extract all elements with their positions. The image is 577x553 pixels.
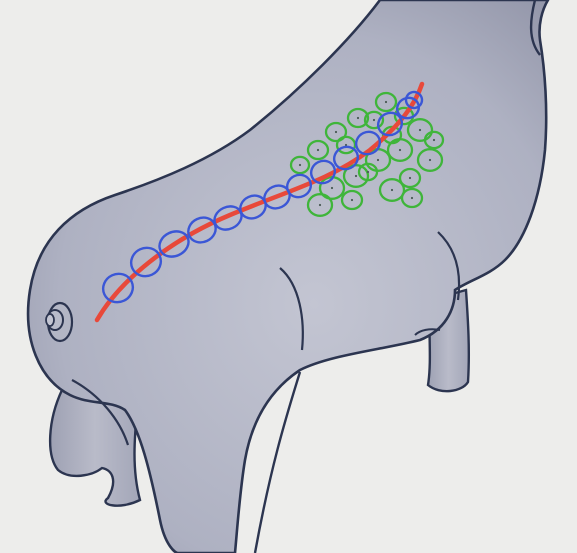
green-circle-center-dot <box>351 199 353 201</box>
green-circle-center-dot <box>399 149 401 151</box>
green-circle-center-dot <box>335 131 337 133</box>
green-circle-center-dot <box>319 204 321 206</box>
green-circle-center-dot <box>367 171 369 173</box>
green-circle-center-dot <box>419 129 421 131</box>
green-circle-center-dot <box>409 177 411 179</box>
green-circle-center-dot <box>391 189 393 191</box>
green-circle-center-dot <box>317 149 319 151</box>
green-circle-center-dot <box>357 117 359 119</box>
green-circle-center-dot <box>355 175 357 177</box>
green-circle-center-dot <box>433 139 435 141</box>
green-circle-center-dot <box>373 119 375 121</box>
green-circle-center-dot <box>411 197 413 199</box>
green-circle-center-dot <box>429 159 431 161</box>
green-circle-center-dot <box>385 101 387 103</box>
green-circle-center-dot <box>299 164 301 166</box>
green-circle-center-dot <box>331 187 333 189</box>
green-circle-center-dot <box>377 159 379 161</box>
